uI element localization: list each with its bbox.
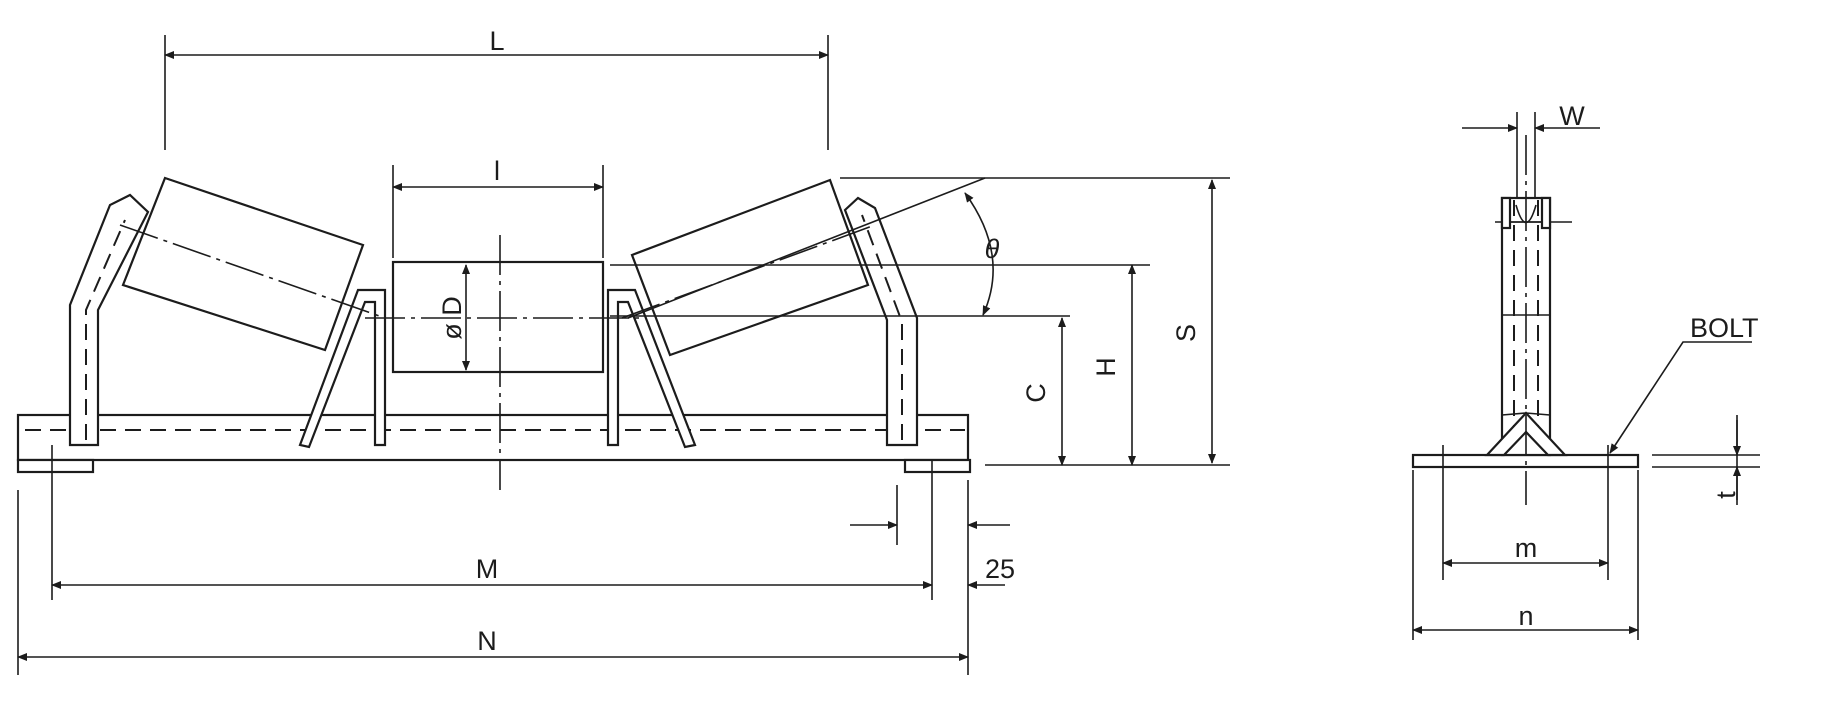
label-25: 25 <box>985 554 1015 584</box>
label-W: W <box>1559 101 1585 131</box>
right-inner-bracket <box>606 288 697 449</box>
label-S: S <box>1171 324 1201 342</box>
extension-lines <box>17 35 1230 675</box>
left-inner-bracket <box>298 288 387 449</box>
label-C: C <box>1021 383 1051 403</box>
label-t: t <box>1711 491 1741 499</box>
left-wing-roller <box>119 176 386 352</box>
side-upright <box>1495 196 1572 457</box>
label-diameter-D: ø D <box>437 296 467 340</box>
left-wing-bracket <box>68 193 150 447</box>
label-L: L <box>489 26 504 56</box>
label-l: l <box>494 156 500 186</box>
right-wing-bracket <box>843 196 919 447</box>
center-roller <box>365 260 645 374</box>
label-m: m <box>1515 533 1538 563</box>
side-gusset <box>1484 411 1568 457</box>
dimension-lines <box>17 51 1216 661</box>
side-view: W BOLT t m n <box>1411 101 1760 640</box>
label-M: M <box>476 554 499 584</box>
label-bolt: BOLT <box>1690 313 1759 343</box>
label-N: N <box>477 626 497 656</box>
side-dimension-lines <box>1412 124 1752 634</box>
base-frame <box>16 413 972 474</box>
label-n: n <box>1518 601 1533 631</box>
side-extension-lines <box>1412 112 1760 640</box>
label-H: H <box>1091 357 1121 377</box>
label-theta: θ <box>985 234 1000 264</box>
right-wing-roller <box>621 178 876 357</box>
front-view: L l θ ø D C H S M N 25 <box>16 26 1230 675</box>
